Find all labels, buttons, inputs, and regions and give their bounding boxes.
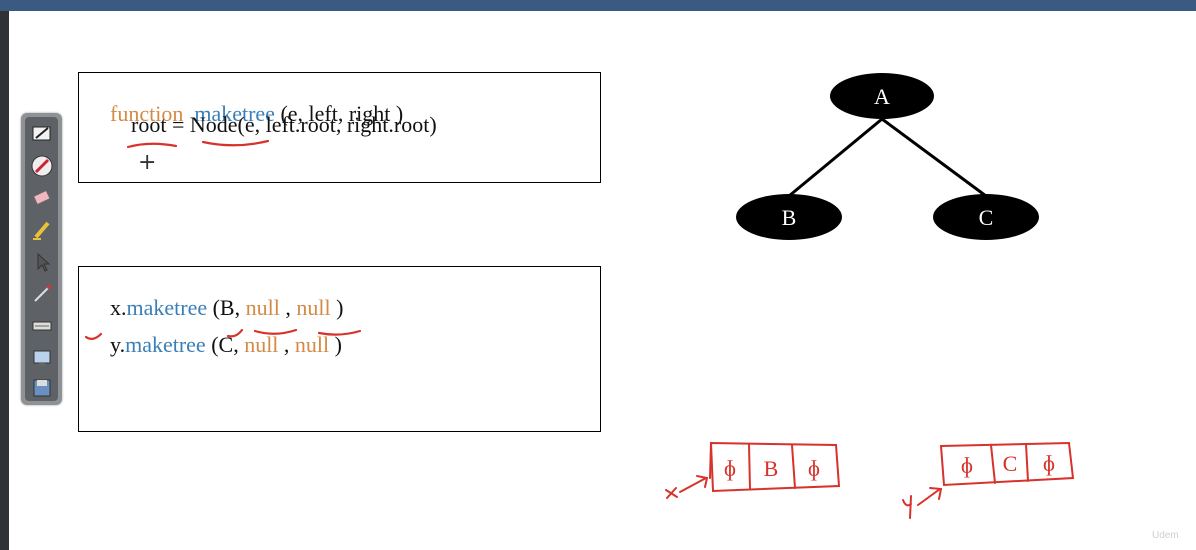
method-maketree: maketree bbox=[126, 295, 208, 320]
save-icon[interactable] bbox=[30, 377, 54, 399]
pen-icon[interactable] bbox=[30, 123, 54, 145]
args-sep: , bbox=[278, 332, 295, 357]
highlighter-icon[interactable] bbox=[30, 155, 54, 177]
ink-node-y-cells: ɸ C ɸ bbox=[961, 451, 1055, 478]
null-literal: null bbox=[296, 295, 331, 320]
method-maketree: maketree bbox=[125, 332, 206, 357]
code-box-maketree-definition: function maketree (e, left, right ) root… bbox=[78, 72, 601, 183]
svg-text:B: B bbox=[764, 456, 779, 481]
svg-text:C: C bbox=[1003, 451, 1018, 476]
cursor-crosshair-icon: + bbox=[138, 150, 157, 175]
ink-underlines-box1 bbox=[126, 139, 270, 149]
keyboard-icon[interactable] bbox=[30, 315, 54, 337]
tree-node-root: A bbox=[830, 73, 934, 119]
args-sep: , bbox=[279, 295, 297, 320]
code-line-x-maketree: x.maketree (B, null , null ) bbox=[88, 269, 343, 347]
laser-icon[interactable] bbox=[30, 283, 54, 305]
code-line-root-assignment: root = Node(e, left.root, right.root) bbox=[131, 112, 437, 137]
object-y: y. bbox=[110, 332, 126, 357]
null-literal: null bbox=[245, 295, 280, 320]
tree-edge-left bbox=[788, 117, 883, 198]
ink-node-x-cells: ɸ B ɸ bbox=[724, 456, 820, 481]
function-name: maketree bbox=[194, 101, 275, 126]
pencil-icon[interactable] bbox=[30, 219, 54, 241]
svg-text:ɸ: ɸ bbox=[724, 456, 736, 481]
tree-node-root-label: A bbox=[874, 84, 890, 109]
function-args: (e, left, right ) bbox=[280, 101, 404, 126]
left-edge bbox=[0, 11, 9, 550]
pointer-icon[interactable] bbox=[30, 251, 54, 273]
tree-node-left: B bbox=[736, 194, 842, 240]
tree-node-right-label: C bbox=[979, 205, 994, 230]
screen-icon[interactable] bbox=[30, 347, 54, 369]
code-line-function-signature: function maketree (e, left, right ) bbox=[88, 75, 403, 153]
args-close: ) bbox=[330, 295, 344, 320]
code-box-maketree-calls: x.maketree (B, null , null ) y.maketree … bbox=[78, 266, 601, 432]
tree-edge-right bbox=[881, 117, 987, 198]
keyword-function: function bbox=[110, 101, 184, 126]
null-literal: null bbox=[294, 332, 330, 357]
args-open: (B, bbox=[207, 295, 246, 320]
svg-text:ɸ: ɸ bbox=[961, 453, 973, 478]
toolbar-panel bbox=[25, 117, 58, 401]
ink-node-x bbox=[665, 441, 841, 499]
eraser-icon[interactable] bbox=[30, 187, 54, 209]
watermark: Udem bbox=[1152, 530, 1179, 541]
ink-underlines-box2 bbox=[84, 328, 362, 341]
svg-text:ɸ: ɸ bbox=[808, 456, 820, 481]
ink-node-y bbox=[902, 441, 1075, 519]
args-close: ) bbox=[329, 332, 342, 357]
annotation-toolbar bbox=[21, 113, 62, 405]
object-x: x. bbox=[110, 295, 127, 320]
tree-node-left-label: B bbox=[782, 205, 797, 230]
tree-node-right: C bbox=[933, 194, 1039, 240]
svg-text:ɸ: ɸ bbox=[1043, 451, 1055, 476]
window-header-bar bbox=[0, 0, 1196, 11]
null-literal: null bbox=[244, 332, 279, 357]
